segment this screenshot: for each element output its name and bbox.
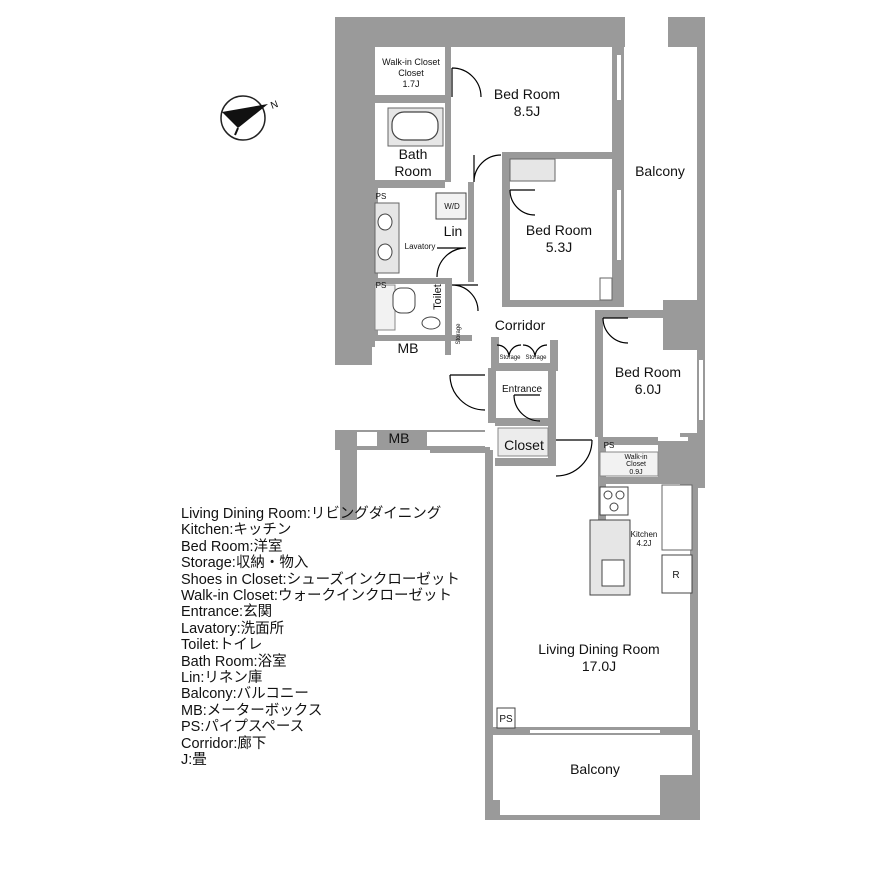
compass-north-label: N	[269, 99, 280, 112]
legend-item: Storage:収納・物入	[181, 555, 309, 572]
living-label: Living Dining Room	[538, 641, 659, 657]
legend-item: Kitchen:キッチン	[181, 522, 292, 539]
balcony-lower-label: Balcony	[570, 761, 620, 777]
fridge-label: R	[672, 570, 679, 581]
walk-in-closet-1-note: Closet	[398, 68, 424, 78]
legend-item: Balcony:バルコニー	[181, 686, 309, 703]
storage-1-label: Storage	[456, 323, 462, 345]
legend-item: Entrance:玄関	[181, 604, 273, 621]
legend-item: Living Dining Room:リビングダイニング	[181, 506, 442, 522]
kitchen-size: 4.2J	[636, 539, 651, 548]
walk-in-closet-2-label-2: Closet	[626, 461, 646, 468]
walk-in-closet-2-box	[599, 451, 659, 477]
bed-room-2-label: Bed Room	[526, 222, 592, 238]
vanity	[374, 202, 400, 274]
compass: N	[220, 95, 280, 141]
storage-2-label: Storage	[499, 355, 521, 361]
legend-item: Corridor:廊下	[181, 735, 267, 752]
windows	[357, 40, 703, 815]
kitchen-label: Kitchen	[631, 530, 658, 539]
walk-in-closet-1-size: 1.7J	[402, 79, 419, 89]
room-labels: Walk-in Closet Closet 1.7J Bed Room 8.5J…	[376, 57, 685, 777]
ps-3-label: PS	[604, 441, 615, 450]
bath-room-label-1: Bath	[399, 146, 428, 162]
walk-in-closet-2-size: 0.9J	[629, 469, 642, 476]
closet-box	[497, 427, 549, 457]
fixtures	[374, 107, 693, 729]
toilet-bowl	[392, 287, 416, 314]
cupboard	[661, 484, 693, 551]
ps-2-label: PS	[376, 281, 387, 290]
north-arrow-icon	[222, 104, 268, 128]
corridor-label: Corridor	[495, 317, 546, 333]
legend-item: Toilet:トイレ	[181, 637, 263, 654]
legend-item: MB:メーターボックス	[181, 702, 323, 719]
storage-3-label: Storage	[525, 355, 547, 361]
legend-item: PS:パイプスペース	[181, 719, 305, 736]
lavatory-label: Lavatory	[405, 242, 436, 251]
sink	[601, 559, 625, 587]
bath-room-label-2: Room	[394, 163, 431, 179]
bed-room-2-size: 5.3J	[546, 239, 572, 255]
legend-item: Bath Room:浴室	[181, 653, 287, 670]
legend-item: Lavatory:洗面所	[181, 620, 285, 637]
legend-item: Shoes in Closet:シューズインクローゼット	[181, 571, 460, 588]
closet-label: Closet	[504, 437, 544, 453]
bed-room-1-label: Bed Room	[494, 86, 560, 102]
legend-item: Bed Room:洋室	[181, 538, 283, 555]
mb-1-label: MB	[398, 340, 419, 356]
legend-item: Lin:リネン庫	[181, 670, 263, 687]
toilet-label: Toilet	[432, 284, 444, 310]
ps-4-label: PS	[499, 714, 513, 725]
legend-item: J:畳	[181, 752, 207, 769]
washer-dryer	[435, 192, 467, 220]
fridge-box	[661, 554, 693, 594]
balcony-upper-label: Balcony	[635, 163, 685, 179]
ps-1-label: PS	[376, 192, 387, 201]
living-size: 17.0J	[582, 658, 616, 674]
stove	[599, 486, 629, 516]
wd-label: W/D	[444, 202, 460, 211]
bed-room-3-label: Bed Room	[615, 364, 681, 380]
mb-2-label: MB	[389, 430, 410, 446]
compass-circle	[220, 95, 266, 141]
bed-room-1-size: 8.5J	[514, 103, 540, 119]
entrance-label: Entrance	[502, 384, 542, 395]
legend: Living Dining Room:リビングダイニング Kitchen:キッチ…	[181, 506, 460, 769]
doors	[436, 67, 629, 477]
legend-item: Walk-in Closet:ウォークインクローゼット	[181, 588, 452, 605]
walk-in-closet-2-label-1: Walk-in	[624, 454, 647, 461]
bed-room-3-size: 6.0J	[635, 381, 661, 397]
bedroom-2-closet	[509, 158, 556, 182]
walk-in-closet-1-label: Walk-in Closet	[382, 57, 440, 67]
lin-label: Lin	[444, 223, 463, 239]
toilet-cabinet	[374, 284, 396, 331]
